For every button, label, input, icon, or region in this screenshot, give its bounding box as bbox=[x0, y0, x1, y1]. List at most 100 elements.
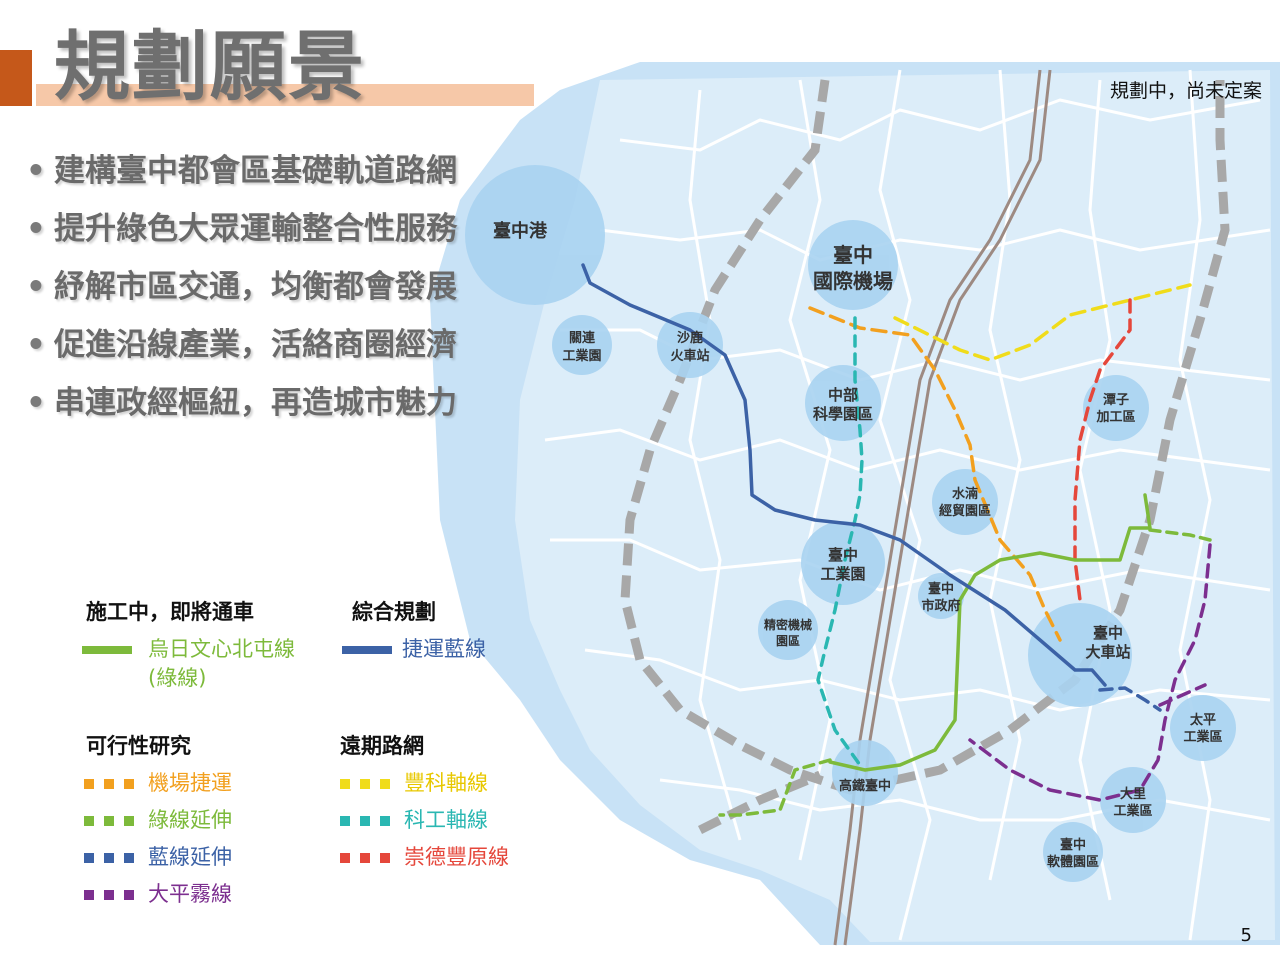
shuinan-label-1: 水湳 bbox=[952, 486, 978, 502]
port-bubble bbox=[465, 165, 605, 305]
tanzi-label-2: 加工區 bbox=[1095, 410, 1135, 425]
legend-label-dawu: 大平霧線 bbox=[148, 882, 232, 906]
shalu-label-1: 沙鹿 bbox=[677, 330, 703, 346]
legend-group-comprehensive: 綜合規劃 bbox=[352, 600, 436, 624]
bullet-dot-icon: • bbox=[26, 211, 46, 247]
science-label-1: 中部 bbox=[828, 386, 858, 404]
bullet-dot-icon: • bbox=[26, 269, 46, 305]
legend-swatch-green-ext bbox=[84, 816, 134, 826]
vision-bullet-text: 串連政經樞紐，再造城市魅力 bbox=[54, 385, 457, 421]
chongde-line bbox=[1073, 298, 1132, 602]
dali-bubble bbox=[1100, 767, 1166, 833]
legend-swatch-green-line bbox=[82, 646, 132, 654]
legend-label-kegong: 科工軸線 bbox=[404, 808, 488, 832]
bullet-dot-icon: • bbox=[26, 385, 46, 421]
guanlian-label-1: 關連 bbox=[569, 330, 596, 346]
green-line-ext bbox=[718, 758, 832, 817]
guanlian-bubble bbox=[552, 315, 612, 375]
shalu-label-2: 火車站 bbox=[670, 348, 709, 364]
legend-label-chongde: 崇德豐原線 bbox=[404, 845, 509, 869]
map-base bbox=[430, 62, 1280, 946]
industrial-bubble bbox=[801, 521, 885, 605]
taiping-label-1: 太平 bbox=[1189, 712, 1216, 728]
legend-label-green-line-sub: (綠線) bbox=[148, 666, 207, 690]
airport-label-2: 國際機場 bbox=[813, 269, 893, 293]
dali-label-2: 工業區 bbox=[1113, 803, 1152, 819]
legend-label-airport-mrt: 機場捷運 bbox=[148, 771, 232, 795]
legend-label-blue-ext: 藍線延伸 bbox=[148, 845, 232, 869]
software-label-2: 軟體園區 bbox=[1047, 854, 1099, 870]
fengke-line bbox=[893, 283, 1192, 362]
station-label-1: 臺中 bbox=[1093, 624, 1123, 642]
legend-group-under-construction: 施工中，即將通車 bbox=[86, 600, 254, 624]
precision-label-1: 精密機械 bbox=[764, 617, 812, 632]
station-bubbles bbox=[465, 165, 1236, 882]
vision-bullet: •紓解市區交通，均衡都會發展 bbox=[26, 258, 457, 316]
vision-bullet-text: 建構臺中都會區基礎軌道路網 bbox=[54, 153, 457, 189]
planning-note: 規劃中，尚未定案 bbox=[1109, 80, 1262, 102]
legend-swatch-airport-mrt bbox=[84, 779, 134, 789]
industrial-label-2: 工業園 bbox=[820, 565, 865, 583]
shalu-bubble bbox=[657, 312, 723, 378]
legend-swatch-kegong bbox=[340, 816, 390, 826]
shuinan-label-2: 經貿園區 bbox=[939, 503, 991, 519]
cityhall-label-1: 臺中 bbox=[928, 581, 954, 597]
taiping-label-2: 工業區 bbox=[1183, 729, 1222, 745]
port-label: 臺中港 bbox=[493, 220, 548, 242]
legend-group-feasibility: 可行性研究 bbox=[86, 734, 191, 758]
legend-label-fengke: 豐科軸線 bbox=[404, 771, 488, 795]
tanzi-bubble bbox=[1083, 375, 1149, 441]
legend-swatch-dawu bbox=[84, 890, 134, 900]
vision-bullet: •建構臺中都會區基礎軌道路網 bbox=[26, 142, 457, 200]
vision-bullet-list: •建構臺中都會區基礎軌道路網 •提升綠色大眾運輸整合性服務 •紓解市區交通，均衡… bbox=[26, 142, 457, 432]
hsr-label: 高鐵臺中 bbox=[839, 778, 891, 794]
dali-label-1: 大里 bbox=[1120, 786, 1146, 802]
precision-label-2: 園區 bbox=[776, 634, 800, 648]
software-label-1: 臺中 bbox=[1060, 837, 1086, 853]
legend-swatch-blue-line bbox=[342, 646, 392, 654]
shuinan-bubble bbox=[932, 469, 998, 535]
blue-line-ext bbox=[1098, 686, 1162, 712]
vision-bullet: •提升綠色大眾運輸整合性服務 bbox=[26, 200, 457, 258]
industrial-label-1: 臺中 bbox=[828, 546, 858, 564]
precision-bubble bbox=[758, 600, 818, 660]
vision-bullet: •串連政經樞紐，再造城市魅力 bbox=[26, 374, 457, 432]
airport-label-1: 臺中 bbox=[833, 243, 873, 267]
kegong-line bbox=[816, 316, 864, 767]
vision-bullet: •促進沿線產業，活絡商圈經濟 bbox=[26, 316, 457, 374]
tanzi-label-1: 潭子 bbox=[1103, 393, 1129, 408]
airport-bubble bbox=[808, 220, 898, 310]
dawu-line-branch bbox=[1158, 683, 1207, 707]
bullet-dot-icon: • bbox=[26, 327, 46, 363]
science-bubble bbox=[805, 365, 881, 441]
cityhall-label-2: 市政府 bbox=[921, 598, 960, 614]
dawu-line bbox=[968, 543, 1212, 802]
guanlian-label-2: 工業園 bbox=[562, 348, 601, 364]
legend-swatch-chongde bbox=[340, 853, 390, 863]
taiping-bubble bbox=[1170, 695, 1236, 761]
page-title: 規劃願景 bbox=[54, 22, 366, 111]
station-bubble bbox=[1028, 603, 1132, 707]
legend-swatch-blue-ext bbox=[84, 853, 134, 863]
vision-bullet-text: 促進沿線產業，活絡商圈經濟 bbox=[54, 327, 457, 363]
legend-group-long-term: 遠期路網 bbox=[340, 734, 424, 758]
legend-label-green-ext: 綠線延伸 bbox=[148, 808, 232, 832]
blue-line bbox=[581, 263, 1107, 687]
legend-label-green-line: 烏日文心北屯線 bbox=[148, 637, 295, 661]
bullet-dot-icon: • bbox=[26, 153, 46, 189]
vision-bullet-text: 提升綠色大眾運輸整合性服務 bbox=[54, 211, 457, 247]
legend-swatch-fengke bbox=[340, 779, 390, 789]
transit-lines bbox=[581, 263, 1212, 817]
hsr-bubble bbox=[832, 740, 898, 806]
vision-bullet-text: 紓解市區交通，均衡都會發展 bbox=[54, 269, 457, 305]
science-label-2: 科學園區 bbox=[813, 405, 873, 423]
coastal-railway bbox=[697, 770, 822, 835]
page-number: 5 bbox=[1240, 925, 1252, 946]
software-bubble bbox=[1043, 822, 1103, 882]
place-labels: 臺中港 臺中 國際機場 關連 工業園 沙鹿 火車站 中部 科學園區 潭子 加工區… bbox=[493, 220, 1223, 870]
station-label-2: 大車站 bbox=[1085, 643, 1130, 661]
legend-label-blue-line: 捷運藍線 bbox=[402, 637, 486, 661]
green-line-ext-north bbox=[1148, 528, 1212, 542]
cityhall-bubble bbox=[918, 573, 964, 619]
